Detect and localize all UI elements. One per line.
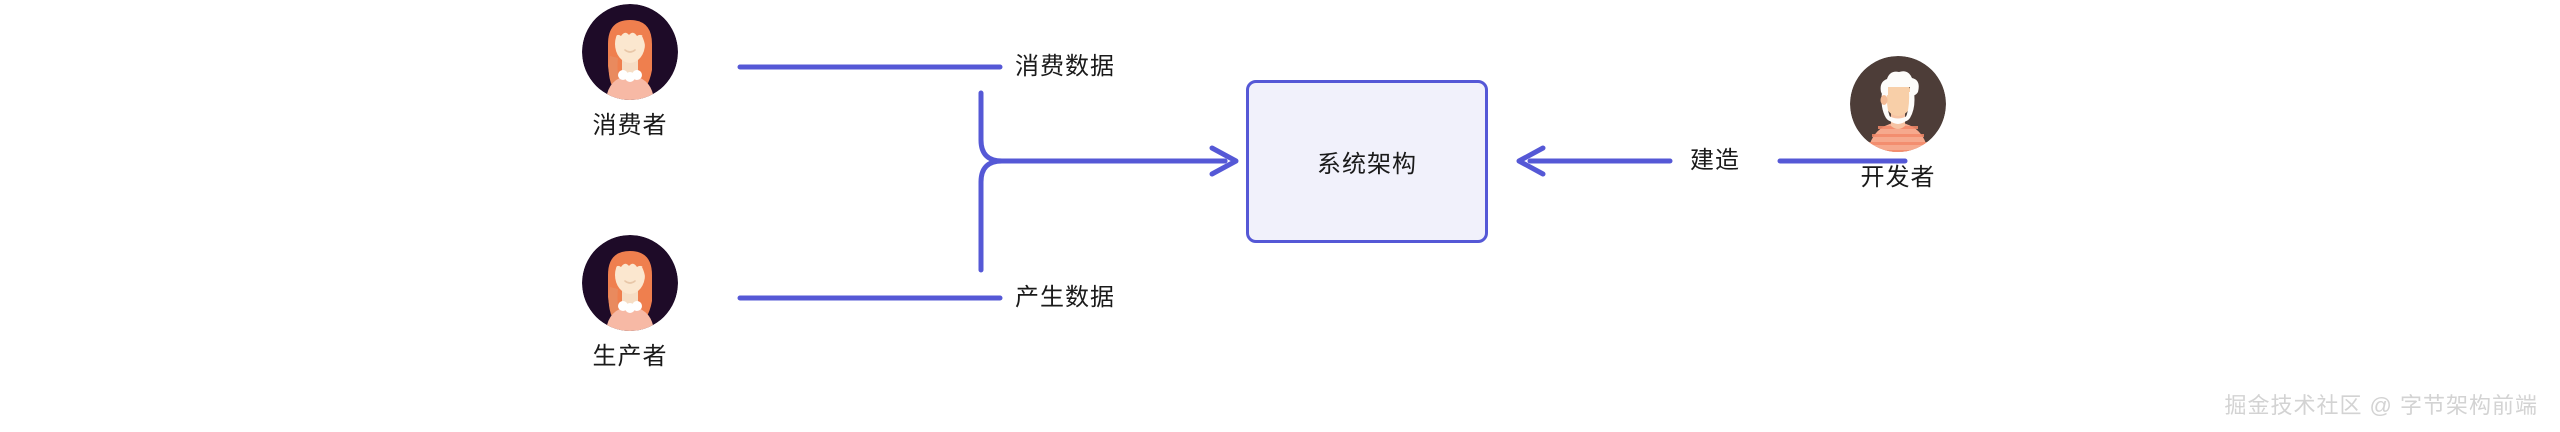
node-developer-label: 开发者 <box>1860 164 1936 191</box>
edge-label-build: 建造 <box>1690 147 1740 174</box>
edge-consumer-to-system <box>978 90 1228 164</box>
avatar-consumer-icon <box>582 4 678 100</box>
node-system-architecture-label: 系统架构 <box>1317 151 1417 178</box>
edge-producer-to-system <box>978 158 1228 273</box>
avatar-developer-icon <box>1850 56 1946 152</box>
arrowhead-into-system-left <box>1209 145 1239 177</box>
node-developer[interactable]: 开发者 <box>1850 56 1946 190</box>
node-consumer-label: 消费者 <box>592 112 668 139</box>
arrowhead-into-system-right <box>1516 145 1546 177</box>
avatar-producer-icon <box>582 235 678 331</box>
edge-label-consumption-data: 消费数据 <box>1015 53 1115 80</box>
edge-label-produce-data: 产生数据 <box>1015 284 1115 311</box>
node-consumer[interactable]: 消费者 <box>582 4 678 138</box>
node-producer-label: 生产者 <box>592 343 668 370</box>
node-system-architecture[interactable]: 系统架构 <box>1246 80 1488 243</box>
node-producer[interactable]: 生产者 <box>582 235 678 369</box>
watermark: 掘金技术社区 @ 字节架构前端 <box>2224 393 2538 418</box>
